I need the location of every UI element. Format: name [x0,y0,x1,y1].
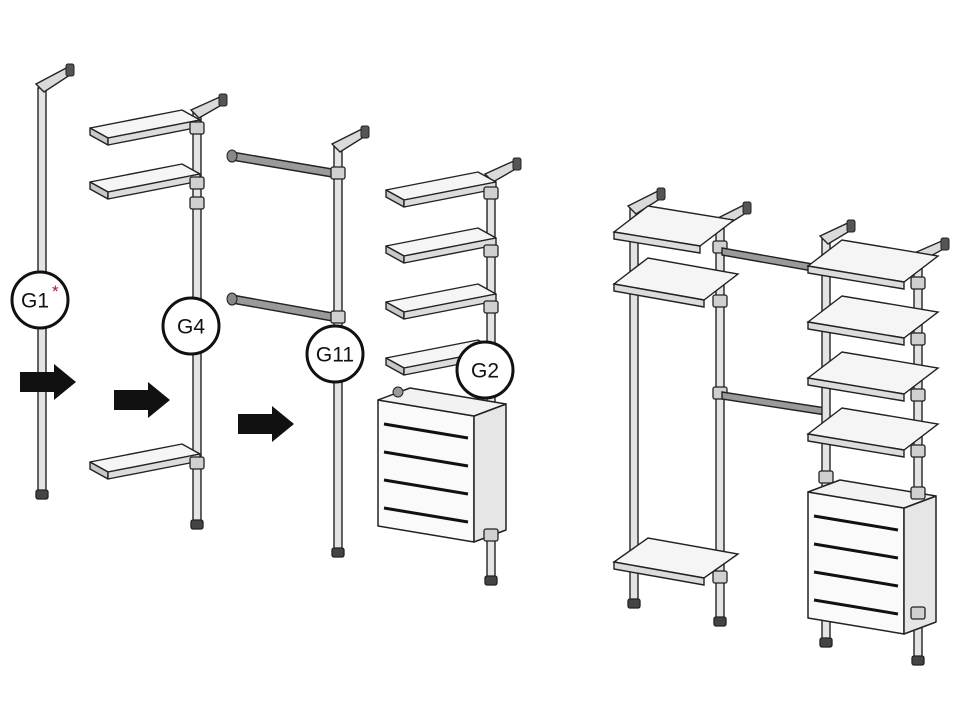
shelf [612,537,740,586]
shelf [385,227,497,264]
shelf [806,351,940,402]
drawer-unit [376,386,508,545]
module-label-text: G1 [21,290,49,313]
hanging-rail [231,294,339,323]
right-arrow-icon [238,406,294,442]
module-label-g1: G1 * [10,270,70,330]
shelf [89,443,201,480]
floor-foot [35,489,49,500]
shelf [612,257,740,308]
hanging-rail [231,151,339,179]
right-arrow-icon [20,364,76,400]
module-label-g2: G2 [455,340,515,400]
shelf [806,407,940,458]
shelf [385,171,497,208]
hanging-rail [721,391,827,416]
shelf [612,205,736,254]
right-arrow-icon [114,382,170,418]
module-label-g11: G11 [305,324,365,384]
shelf [806,239,940,290]
shelf [89,163,201,200]
shelf [806,295,940,346]
marker-asterisk: * [52,282,59,301]
assembled-system [612,187,950,666]
module-label-text: G11 [316,344,354,367]
module-label-text: G4 [177,316,205,339]
module-label-text: G2 [471,360,499,383]
module-label-g4: G4 [161,296,221,356]
shelf [385,283,497,320]
shelf [89,109,201,146]
